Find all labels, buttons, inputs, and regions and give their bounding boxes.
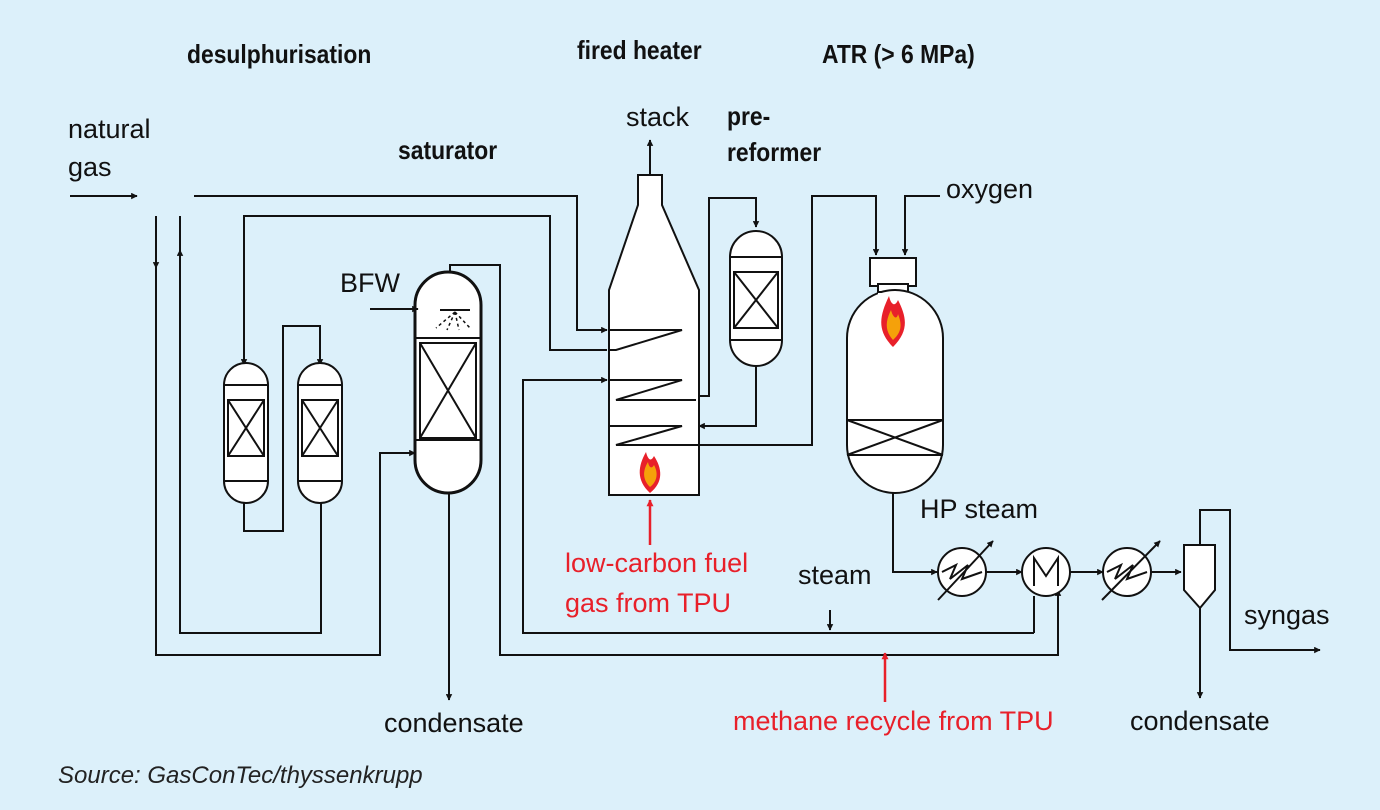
heater-to-desulph-line (243, 215, 607, 365)
saturator-title: saturator (398, 135, 498, 165)
desulph-crossover-line (243, 325, 321, 532)
fired-heater (608, 174, 700, 496)
oxygen-label: oxygen (946, 174, 1034, 204)
stack-label: stack (626, 102, 690, 132)
condensate-label-right: condensate (1130, 706, 1270, 736)
prereformer-title-line1: pre- (727, 101, 771, 131)
syngas-outlet-line (1199, 509, 1320, 651)
desulph-to-exchanger-line (179, 216, 322, 634)
fuel-gas-label-line1: low-carbon fuel (565, 548, 749, 578)
syngas-label: syngas (1244, 600, 1330, 630)
prereformer-vessel (729, 230, 783, 367)
saturator-vessel (413, 270, 483, 495)
natural-gas-label-line2: gas (68, 152, 112, 182)
desulphuriser-vessel-2 (297, 362, 343, 504)
separator-vessel (1183, 544, 1216, 610)
methane-recycle-label: methane recycle from TPU (733, 706, 1054, 736)
hp-steam-exchanger (937, 540, 994, 601)
heater-to-atr-line (699, 195, 877, 446)
condensate-label-left: condensate (384, 708, 524, 738)
bfw-label: BFW (340, 268, 400, 298)
hp-steam-label: HP steam (920, 494, 1039, 524)
prereformer-title-line2: reformer (727, 137, 822, 167)
heater-flame (639, 452, 661, 493)
desulphuriser-vessel-1 (223, 362, 269, 504)
atr-title: ATR (> 6 MPa) (822, 39, 975, 69)
heater-to-prereformer-line (699, 197, 757, 397)
fuel-gas-label-line2: gas from TPU (565, 588, 732, 618)
atr-reactor (846, 257, 944, 494)
natural-gas-label-line1: natural (68, 114, 151, 144)
source-caption: Source: GasConTec/thyssenkrupp (58, 762, 423, 789)
atr-flame (881, 296, 905, 347)
steam-label: steam (798, 560, 872, 590)
cooler-exchanger (1101, 540, 1161, 601)
desulphurisation-title: desulphurisation (187, 39, 372, 69)
mixed-feed-line (522, 379, 1034, 634)
saturator-overhead-line (449, 264, 1059, 656)
fired-heater-title: fired heater (577, 35, 702, 65)
feed-effluent-exchanger (1021, 547, 1071, 597)
oxygen-inlet-line (904, 195, 940, 255)
